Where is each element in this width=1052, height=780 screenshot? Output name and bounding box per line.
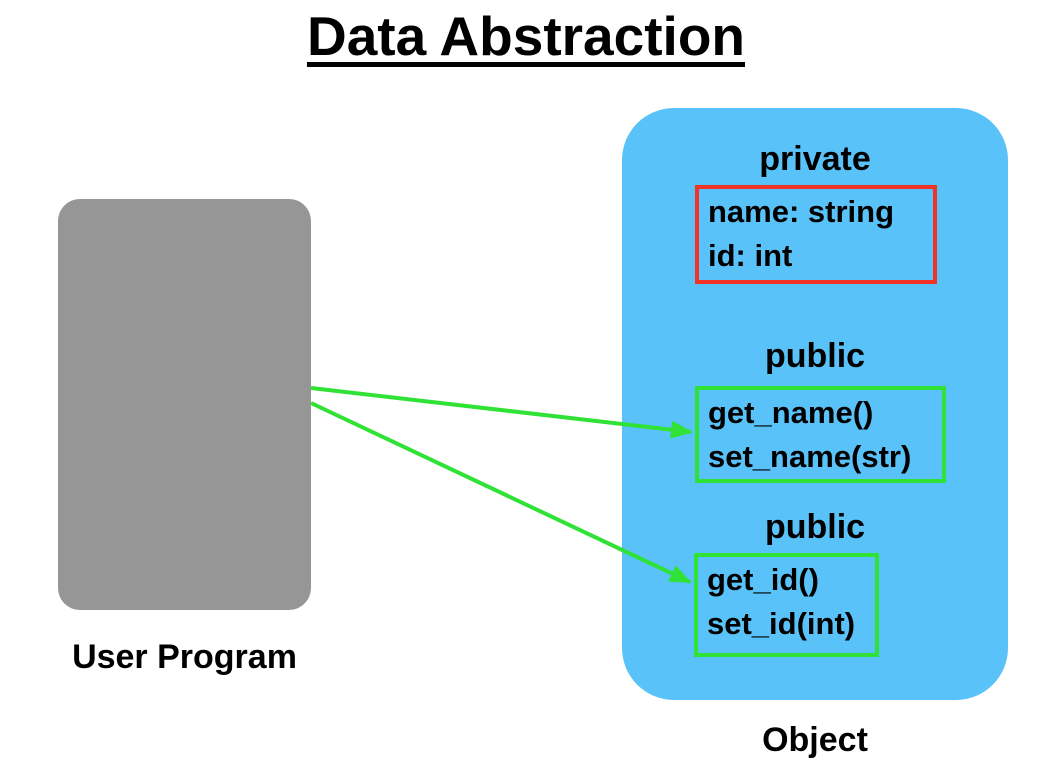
public-id-methods-box: get_id() set_id(int) (694, 553, 879, 657)
method-get-name: get_name() (708, 395, 874, 430)
page-title: Data Abstraction (306, 5, 746, 67)
method-set-name: set_name(str) (708, 439, 912, 474)
object-label: Object (762, 721, 868, 759)
user-program-box (58, 199, 311, 610)
method-set-id: set_id(int) (707, 606, 856, 641)
user-program-label: User Program (72, 638, 297, 676)
method-get-id: get_id() (707, 562, 819, 597)
public-name-methods-box: get_name() set_name(str) (695, 386, 946, 483)
public-section-label-1: public (764, 337, 866, 375)
private-members-box: name: string id: int (695, 185, 937, 284)
private-section-label: private (759, 140, 871, 178)
member-name-field: name: string (708, 194, 895, 229)
member-id-field: id: int (708, 238, 793, 273)
public-section-label-2: public (764, 508, 866, 546)
